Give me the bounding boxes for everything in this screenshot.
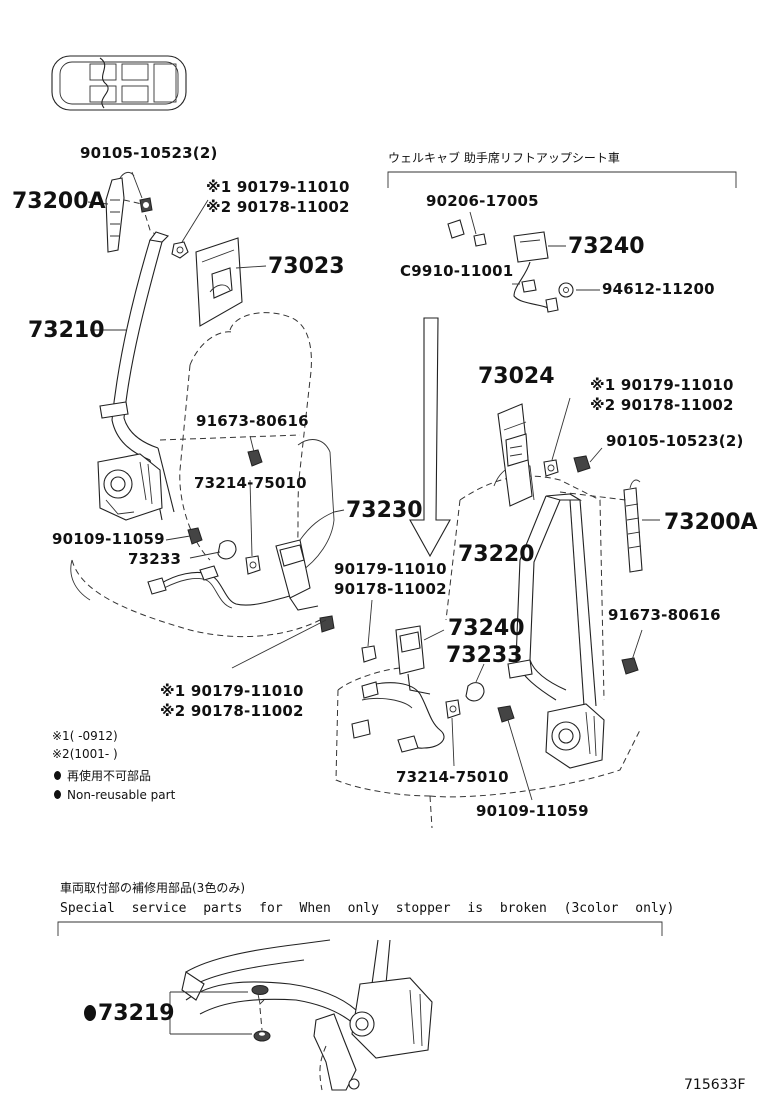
- stopper-parts: [164, 985, 271, 1042]
- right-wire-harness: [351, 681, 445, 753]
- bottom-heading-jp: 車両取付部の補修用部品(3色のみ): [60, 881, 245, 895]
- label-right-nut-plain-2: 90178-11002: [334, 580, 447, 598]
- left-low-bolt: [187, 527, 203, 545]
- bottom-heading-en: Special service parts for When only stop…: [60, 901, 675, 916]
- label-right-top-bolt: 90105-10523(2): [606, 432, 744, 450]
- label-right-anchor: 73200A: [664, 510, 758, 535]
- right-mid-bolt: [621, 629, 643, 675]
- label-right-cover: 73024: [478, 364, 555, 389]
- label-welcab-clamp: C9910-11001: [400, 262, 514, 280]
- left-belt: [99, 231, 175, 521]
- label-welcab-buckle: 73240: [568, 234, 645, 259]
- label-left-top-bolt: 90105-10523(2): [80, 144, 218, 162]
- right-buckle: [395, 625, 445, 695]
- right-nut: [543, 397, 571, 477]
- legend-jp-row: 再使用不可部品: [54, 770, 151, 782]
- vehicle-seat-map-icon: [51, 55, 187, 111]
- bottom-belt-art: [181, 939, 433, 1091]
- label-right-nut-1: ※1 90179-11010: [590, 376, 734, 394]
- label-left-cover: 73023: [268, 254, 345, 279]
- left-retractor: [97, 453, 163, 521]
- left-wire-harness: [147, 565, 291, 609]
- left-buckle: [275, 511, 335, 611]
- label-right-bolt-mid: 91673-80616: [608, 606, 721, 624]
- right-anchor-plate: [559, 479, 660, 573]
- right-belt: [507, 493, 597, 707]
- label-right-bolt-low: 90109-11059: [476, 802, 589, 820]
- label-right-nut-2: ※2 90178-11002: [590, 396, 734, 414]
- left-wire-clip: [245, 479, 261, 575]
- left-top-bolt: [139, 197, 153, 213]
- label-left-wire: 73214-75010: [194, 474, 307, 492]
- legend-jp: 再使用不可部品: [67, 769, 152, 783]
- right-wire-clip: [445, 699, 461, 767]
- label-right-cover-small: 73233: [446, 643, 523, 668]
- label-right-wire: 73214-75010: [396, 768, 509, 786]
- label-bottom-part: 73219: [98, 1001, 175, 1026]
- label-welcab-clip: 90206-17005: [426, 192, 539, 210]
- label-right-nut-plain-1: 90179-11010: [334, 560, 447, 578]
- transition-arrow: [409, 317, 451, 558]
- right-pillar-cover: [497, 403, 533, 507]
- legend-en-row: Non-reusable part: [54, 789, 175, 801]
- label-left-bolt-mid: 91673-80616: [196, 412, 309, 430]
- right-nut-low: [361, 599, 377, 663]
- welcab-clip: [447, 211, 487, 247]
- left-pillar-cover: [195, 237, 243, 327]
- label-left-anchor: 73200A: [12, 189, 106, 214]
- bottom-bracket: [57, 921, 663, 936]
- right-small-cover: [465, 663, 485, 702]
- filled-dot-icon: [54, 771, 61, 780]
- label-right-buckle: 73240: [448, 616, 525, 641]
- label-left-nut-1: ※1 90179-11010: [206, 178, 350, 196]
- left-low-nut: [231, 615, 335, 669]
- label-left-nut-low-2: ※2 90178-11002: [160, 702, 304, 720]
- label-welcab-washer: 94612-11200: [602, 280, 715, 298]
- label-bottom-part-row: 73219: [84, 1003, 175, 1025]
- legend-en: Non-reusable part: [67, 788, 176, 802]
- note-2: ※2(1001- ): [52, 747, 118, 761]
- label-left-nut-low-1: ※1 90179-11010: [160, 682, 304, 700]
- welcab-bracket: [387, 171, 737, 188]
- label-left-cover-small: 73233: [128, 550, 182, 568]
- label-left-belt: 73210: [28, 318, 105, 343]
- welcab-washer: [558, 282, 600, 298]
- welcab-heading: ウェルキャブ 助手席リフトアップシート車: [388, 151, 620, 165]
- right-top-bolt: [573, 447, 603, 473]
- label-right-belt: 73220: [458, 542, 535, 567]
- label-left-nut-2: ※2 90178-11002: [206, 198, 350, 216]
- label-left-bolt-low: 90109-11059: [52, 530, 165, 548]
- left-nut: [171, 241, 189, 259]
- left-leaders: [87, 171, 345, 559]
- filled-dot-icon: [54, 790, 61, 799]
- right-low-bolt: [497, 705, 533, 801]
- filled-dot-icon: [84, 1005, 96, 1021]
- left-seat-outline: [70, 312, 335, 638]
- right-retractor: [545, 703, 605, 769]
- left-small-cover: [217, 540, 237, 560]
- label-left-buckle: 73230: [346, 498, 423, 523]
- figure-id: 715633F: [684, 1077, 746, 1093]
- welcab-buckle: [512, 231, 566, 313]
- left-mid-bolt: [247, 449, 263, 467]
- note-1: ※1( -0912): [52, 729, 118, 743]
